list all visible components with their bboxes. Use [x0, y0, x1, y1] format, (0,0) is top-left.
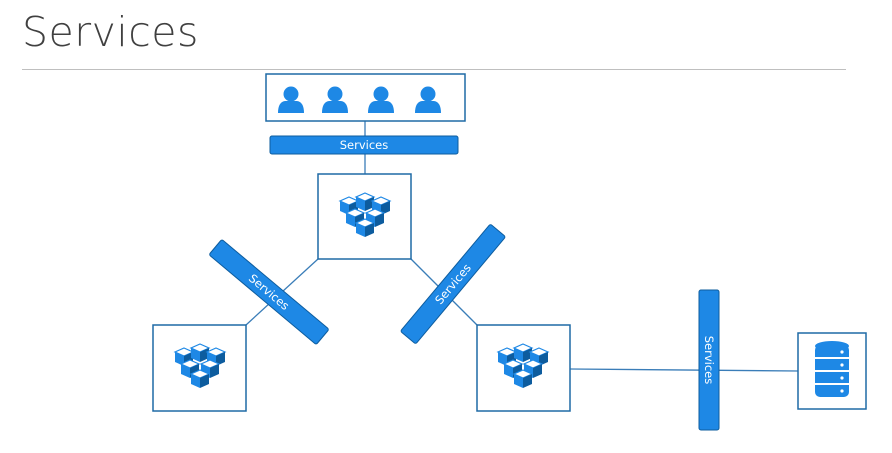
pod-box-right: [476, 324, 571, 412]
service-bar-top: Services: [269, 135, 459, 155]
title-divider: [22, 69, 846, 70]
database-box: [797, 332, 867, 410]
pod-box-top: [317, 173, 412, 260]
service-bar-vertical: Services: [698, 289, 720, 431]
connector-right-to-db: [569, 368, 799, 372]
service-label-top: Services: [340, 138, 389, 152]
users-group-box: [265, 73, 466, 122]
pod-box-left: [152, 324, 247, 412]
database-icon: [815, 341, 849, 397]
service-label-vertical: Services: [702, 336, 716, 385]
page-title: Services: [22, 8, 199, 56]
